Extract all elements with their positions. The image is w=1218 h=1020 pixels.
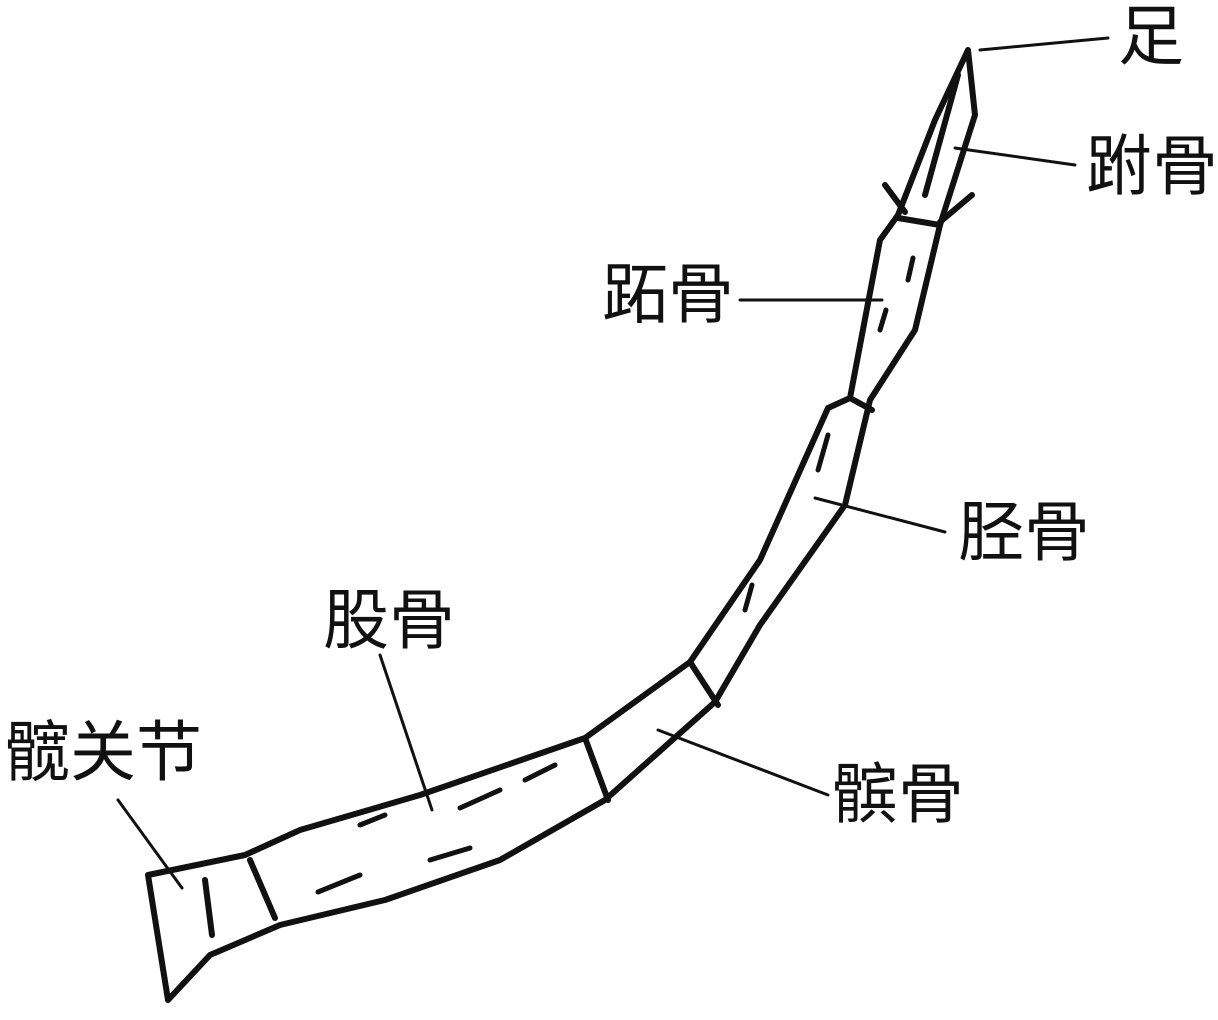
leader-patella bbox=[656, 728, 830, 797]
label-tarsus: 跗骨 bbox=[1086, 128, 1218, 205]
texture-mark bbox=[815, 432, 831, 473]
label-metatarsus: 跖骨 bbox=[602, 256, 734, 333]
label-foot: 足 bbox=[1118, 0, 1184, 75]
leg-outline bbox=[145, 47, 978, 1003]
leader-tarsus bbox=[953, 146, 1077, 167]
segment-patella-tibia-boundary bbox=[687, 659, 721, 708]
texture-mark bbox=[877, 307, 889, 333]
spine-right bbox=[937, 192, 975, 225]
texture-mark bbox=[457, 787, 503, 811]
spine-left bbox=[882, 182, 908, 215]
texture-mark bbox=[357, 812, 388, 828]
leader-tibia bbox=[813, 496, 947, 534]
texture-mark bbox=[742, 582, 755, 613]
segment-metatarsus-tarsus-boundary bbox=[895, 215, 943, 228]
segment-coxa-boundary bbox=[202, 877, 215, 938]
segment-tibia-metatarsus-boundary bbox=[847, 395, 875, 413]
tarsus-inner bbox=[922, 72, 961, 198]
segment-femur-patella-boundary bbox=[582, 735, 611, 803]
leader-hip bbox=[116, 798, 184, 890]
label-hip-joint: 髋关节 bbox=[4, 714, 202, 791]
texture-mark bbox=[427, 845, 473, 863]
texture-mark bbox=[522, 762, 558, 783]
leader-foot bbox=[978, 36, 1110, 52]
leader-femur bbox=[378, 653, 434, 812]
label-femur: 股骨 bbox=[323, 582, 455, 659]
label-patella: 髌骨 bbox=[832, 756, 964, 833]
label-tibia: 胫骨 bbox=[958, 494, 1090, 571]
texture-mark bbox=[905, 255, 916, 283]
segment-trochanter-boundary bbox=[247, 857, 278, 921]
texture-mark bbox=[315, 872, 363, 895]
